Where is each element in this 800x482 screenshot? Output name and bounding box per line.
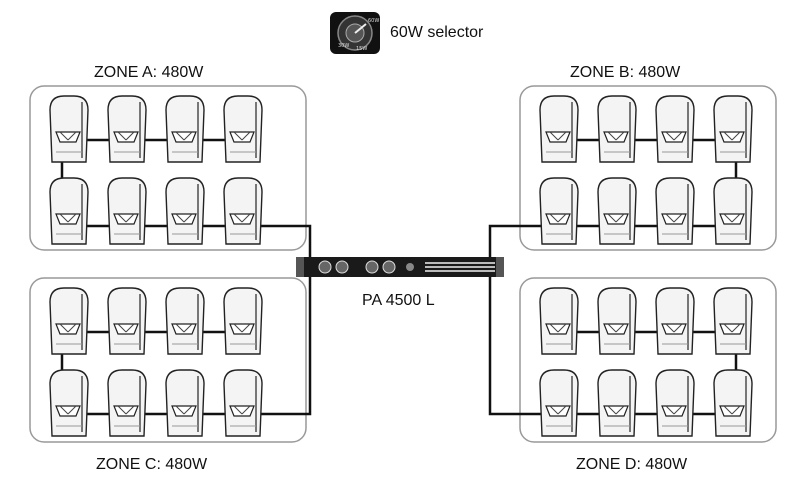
zone-b-box: [519, 85, 777, 251]
speaker-b-1-icon: [539, 95, 579, 163]
zone-b-wires: [555, 138, 740, 228]
speaker-c-8-icon: [223, 369, 263, 437]
speaker-a-2-icon: [107, 95, 147, 163]
zone-c-title: ZONE C: 480W: [96, 456, 208, 473]
speaker-a-5-icon: [49, 177, 89, 245]
amplifier-unit: [296, 257, 504, 277]
selector-knob-icon: 60W 30W 15W: [330, 12, 380, 54]
speaker-d-7-icon: [655, 369, 695, 437]
zone-b-title: ZONE B: 480W: [570, 64, 681, 81]
zone-d-box: [519, 277, 777, 443]
speaker-b-8-icon: [713, 177, 753, 245]
speaker-d-5-icon: [539, 369, 579, 437]
speaker-c-5-icon: [49, 369, 89, 437]
speaker-d-6-icon: [597, 369, 637, 437]
knob-label-3: 15W: [356, 46, 367, 52]
speaker-c-6-icon: [107, 369, 147, 437]
speaker-d-1-icon: [539, 287, 579, 355]
zone-c-box: [29, 277, 307, 443]
zone-d-title: ZONE D: 480W: [576, 456, 688, 473]
speaker-a-1-icon: [49, 95, 89, 163]
speaker-d-2-icon: [597, 287, 637, 355]
speaker-d-4-icon: [713, 287, 753, 355]
speaker-b-5-icon: [539, 177, 579, 245]
speaker-b-7-icon: [655, 177, 695, 245]
speaker-array: [49, 95, 753, 437]
speaker-c-7-icon: [165, 369, 205, 437]
selector-label: 60W selector: [390, 24, 484, 41]
speaker-b-3-icon: [655, 95, 695, 163]
speaker-b-4-icon: [713, 95, 753, 163]
speaker-c-3-icon: [165, 287, 205, 355]
speaker-a-4-icon: [223, 95, 263, 163]
knob-label-1: 60W: [368, 18, 379, 24]
zone-a-box: [29, 85, 307, 251]
amplifier-label: PA 4500 L: [362, 292, 435, 309]
speaker-b-6-icon: [597, 177, 637, 245]
speaker-c-2-icon: [107, 287, 147, 355]
speaker-c-1-icon: [49, 287, 89, 355]
speaker-c-4-icon: [223, 287, 263, 355]
zone-a-title: ZONE A: 480W: [94, 64, 204, 81]
feed-wires: [245, 224, 555, 416]
zone-d-wires: [555, 330, 740, 416]
speaker-d-3-icon: [655, 287, 695, 355]
speaker-d-8-icon: [713, 369, 753, 437]
knob-label-2: 30W: [338, 43, 349, 49]
speaker-b-2-icon: [597, 95, 637, 163]
speaker-a-8-icon: [223, 177, 263, 245]
speaker-a-6-icon: [107, 177, 147, 245]
speaker-a-7-icon: [165, 177, 205, 245]
speaker-a-3-icon: [165, 95, 205, 163]
